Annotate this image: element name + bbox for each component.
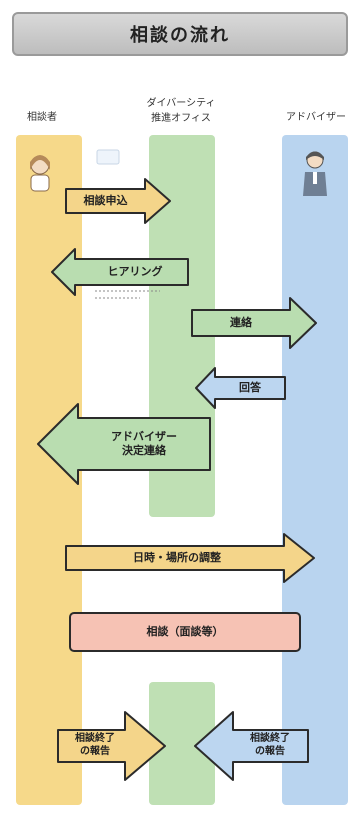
header-office-line2: 推進オフィス [151, 113, 211, 124]
label-reply: 回答 [239, 381, 261, 394]
label-hearing: ヒアリング [107, 265, 163, 278]
label-report-client-line2: の報告 [80, 746, 110, 757]
label-advisor-notice: アドバイザー 決定連絡 [80, 430, 208, 458]
header-client: 相談者 [27, 112, 57, 123]
arrow-schedule [65, 533, 315, 583]
label-report-advisor-line2: の報告 [255, 746, 285, 757]
label-report-client: 相談終了 の報告 [60, 732, 130, 758]
arrow-report-client [57, 711, 166, 781]
arrow-report-advisor [194, 711, 309, 781]
advisor-avatar [303, 151, 327, 196]
arrow-apply [65, 178, 171, 224]
label-apply: 相談申込 [83, 194, 128, 207]
arrow-advisor-notice [37, 403, 211, 485]
label-report-client-line1: 相談終了 [75, 733, 115, 744]
title-banner: 相談の流れ [12, 12, 348, 56]
header-office-line1: ダイバーシティ [146, 98, 216, 109]
diagram-title: 相談の流れ [130, 25, 230, 46]
consult-box [69, 612, 301, 652]
label-advisor-notice-line2: 決定連絡 [122, 444, 166, 457]
arrow-reply [195, 367, 286, 409]
client-avatar [30, 155, 50, 192]
label-report-advisor: 相談終了 の報告 [234, 732, 306, 758]
arrow-contact [191, 297, 317, 349]
header-advisor: アドバイザー [286, 112, 346, 123]
label-contact: 連絡 [230, 316, 252, 329]
advisor-lane [282, 135, 348, 805]
header-office: ダイバーシティ 推進オフィス [126, 96, 236, 126]
label-schedule: 日時・場所の調整 [133, 551, 221, 564]
label-report-advisor-line1: 相談終了 [250, 733, 290, 744]
label-consult: 相談（面談等） [146, 625, 224, 638]
message-icon [96, 149, 120, 165]
arrow-hearing [51, 248, 189, 296]
label-advisor-notice-line1: アドバイザー [111, 430, 177, 443]
